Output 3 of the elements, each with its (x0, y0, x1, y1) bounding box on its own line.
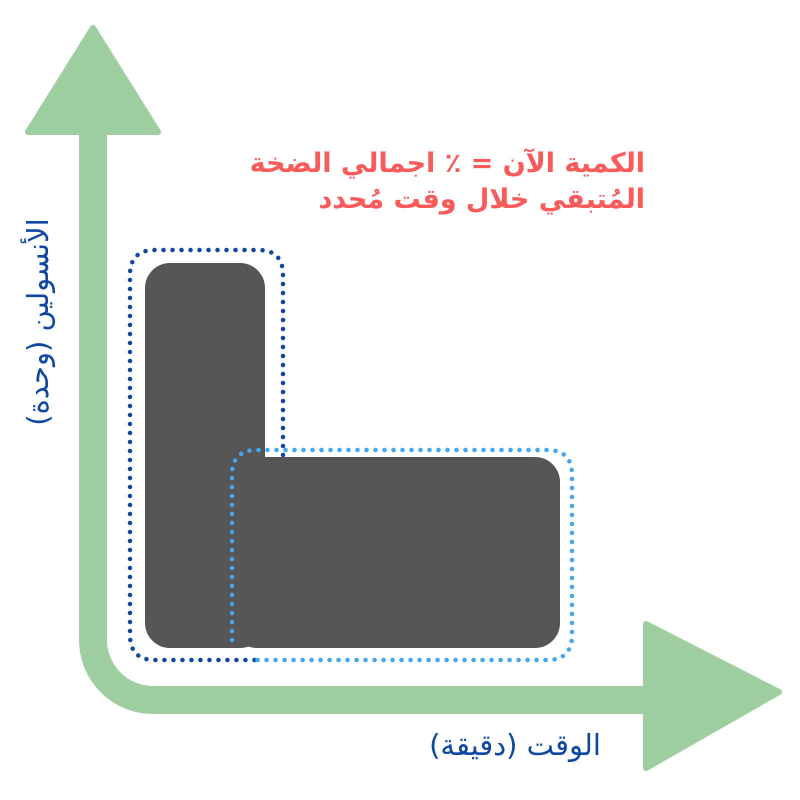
axis-label: الوقت (دقيقة) (429, 728, 601, 762)
axis-label: الأنسولين (وحدة) (21, 218, 55, 426)
annotation-text: الكمية الآن = ٪ اجمالي الضخة المُتبقي خلال وقت مُحدد (248, 147, 645, 217)
